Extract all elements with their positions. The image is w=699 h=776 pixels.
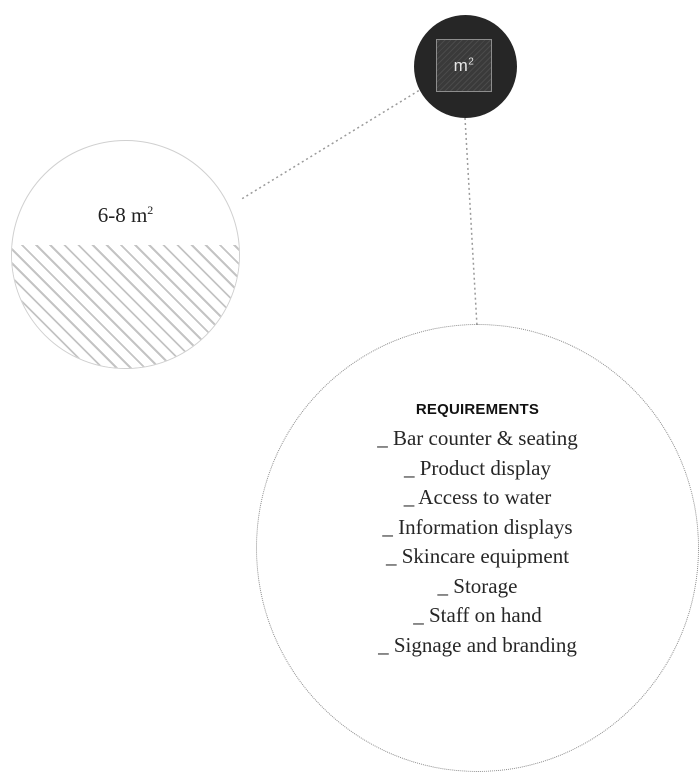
area-size-circle: 6-8 m2 xyxy=(11,140,240,369)
requirement-item: _ Skincare equipment xyxy=(385,544,570,568)
requirements-list: _ Bar counter & seating _ Product displa… xyxy=(257,424,698,660)
requirements-circle: REQUIREMENTS _ Bar counter & seating _ P… xyxy=(256,324,699,772)
requirement-item: _ Signage and branding xyxy=(378,632,577,657)
requirement-item: _ Access to water xyxy=(403,485,552,509)
requirements-title: REQUIREMENTS xyxy=(415,401,540,418)
square-meter-icon: m2 xyxy=(436,39,492,92)
area-size-label: 6-8 m2 xyxy=(97,203,154,227)
requirement-item: _ Information displays xyxy=(382,514,573,539)
requirements-content: REQUIREMENTS _ Bar counter & seating _ P… xyxy=(257,401,698,660)
area-hatch-pattern xyxy=(12,245,239,368)
requirement-item: _ Storage xyxy=(437,573,518,598)
requirement-item: _ Staff on hand xyxy=(413,603,542,627)
requirement-item: _ Bar counter & seating xyxy=(377,426,578,450)
requirement-item: _ Product display xyxy=(404,455,551,480)
connector-badge-to-requirements xyxy=(464,117,478,327)
badge-unit-label: m2 xyxy=(453,55,475,75)
area-unit-badge: m2 xyxy=(414,15,517,118)
connector-badge-to-area xyxy=(239,87,424,201)
